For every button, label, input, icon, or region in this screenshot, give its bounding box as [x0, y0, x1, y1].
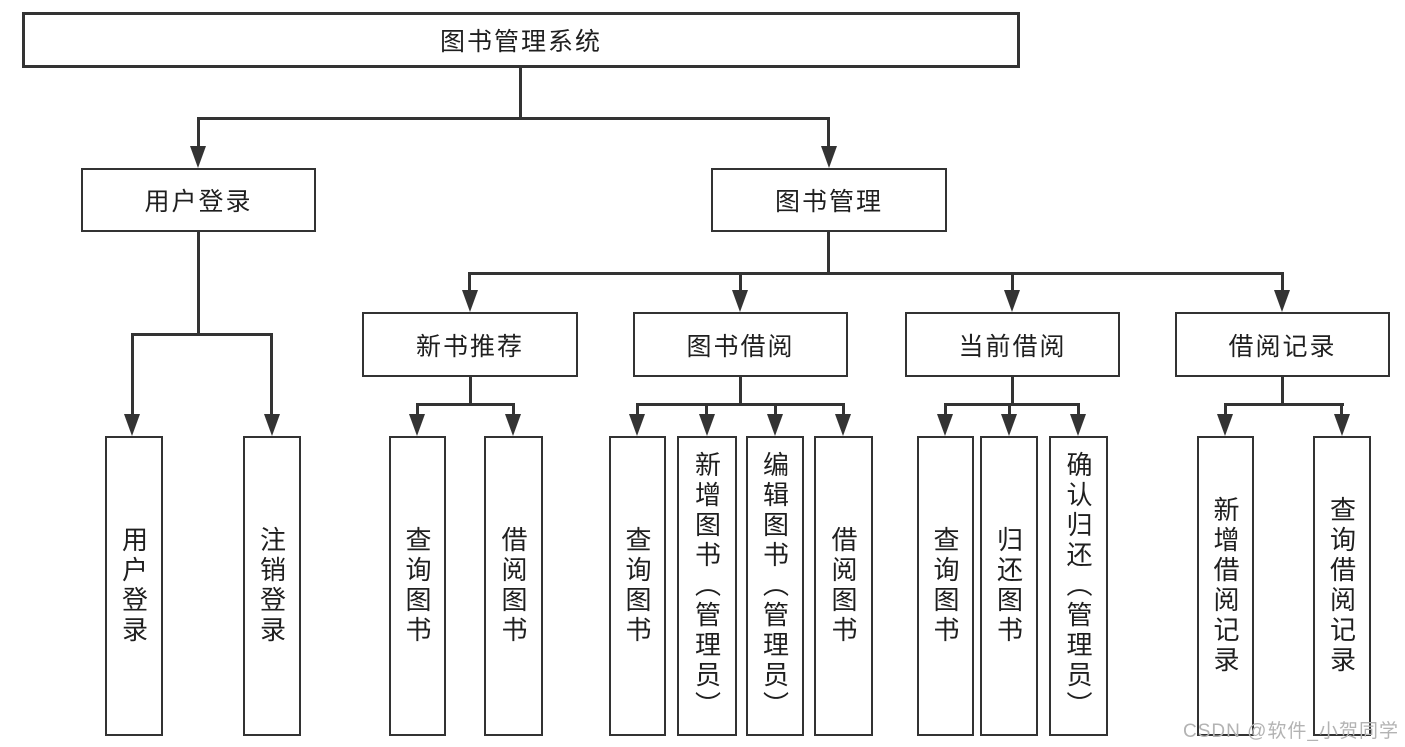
node-label: 查询借阅记录 — [1326, 496, 1357, 676]
connector-line — [827, 117, 830, 149]
connector-line — [131, 333, 273, 336]
connector-line — [1224, 403, 1344, 406]
node-label: 新增借阅记录 — [1210, 496, 1240, 676]
node-label: 归还图书 — [993, 526, 1024, 646]
node-label: 确认归还（管理员） — [1063, 451, 1093, 721]
node-label: 新增图书（管理员） — [691, 451, 722, 721]
node-borrowing-records: 借阅记录 — [1175, 312, 1390, 377]
node-book-management: 图书管理 — [711, 168, 947, 232]
arrow-down-icon — [190, 146, 206, 168]
connector-line — [512, 403, 515, 420]
arrow-down-icon — [699, 414, 715, 436]
connector-line — [827, 232, 830, 275]
node-label: 图书管理 — [774, 188, 883, 216]
connector-line — [1281, 377, 1284, 406]
connector-line — [468, 272, 471, 296]
node-label: 新书推荐 — [415, 332, 524, 361]
connector-line — [1224, 403, 1227, 420]
node-label: 用户登录 — [144, 188, 253, 216]
connector-line — [705, 403, 708, 420]
connector-line — [469, 377, 472, 406]
arrow-down-icon — [409, 414, 425, 436]
connector-line — [416, 403, 419, 420]
connector-line — [270, 333, 273, 417]
arrow-down-icon — [732, 290, 748, 312]
leaf-query-borrow-record: 查询借阅记录 — [1313, 436, 1371, 736]
node-label: 图书管理系统 — [439, 28, 602, 56]
node-label: 编辑图书（管理员） — [759, 451, 790, 721]
leaf-query-book-newbooks: 查询图书 — [389, 436, 446, 736]
connector-line — [739, 272, 742, 296]
node-current-borrowing: 当前借阅 — [905, 312, 1120, 377]
connector-line — [739, 377, 742, 406]
arrow-down-icon — [264, 414, 280, 436]
node-label: 图书借阅 — [686, 332, 795, 361]
node-root: 图书管理系统 — [22, 12, 1020, 68]
node-label: 注销登录 — [256, 526, 287, 646]
leaf-edit-book-admin: 编辑图书（管理员） — [746, 436, 804, 736]
node-book-borrowing: 图书借阅 — [633, 312, 848, 377]
node-label: 当前借阅 — [958, 332, 1067, 361]
node-label: 借阅图书 — [498, 526, 528, 646]
connector-line — [774, 403, 777, 420]
arrow-down-icon — [1274, 290, 1290, 312]
connector-line — [1340, 403, 1343, 420]
leaf-query-book-current: 查询图书 — [917, 436, 974, 736]
arrow-down-icon — [462, 290, 478, 312]
node-label: 借阅记录 — [1228, 332, 1337, 361]
connector-line — [1011, 272, 1014, 296]
leaf-logout-login: 注销登录 — [243, 436, 301, 736]
connector-line — [636, 403, 639, 420]
arrow-down-icon — [821, 146, 837, 168]
node-label: 查询图书 — [402, 526, 432, 646]
leaf-query-book-borrowing: 查询图书 — [609, 436, 666, 736]
arrow-down-icon — [835, 414, 851, 436]
node-label: 用户登录 — [118, 526, 149, 646]
watermark: CSDN @软件_小贺同学 — [1183, 721, 1399, 742]
arrow-down-icon — [124, 414, 140, 436]
leaf-confirm-return-admin: 确认归还（管理员） — [1049, 436, 1108, 736]
arrow-down-icon — [1004, 290, 1020, 312]
arrow-down-icon — [937, 414, 953, 436]
arrow-down-icon — [1070, 414, 1086, 436]
connector-line — [1008, 403, 1011, 420]
leaf-user-login: 用户登录 — [105, 436, 163, 736]
connector-line — [131, 333, 134, 417]
connector-line — [944, 403, 1080, 406]
connector-line — [197, 117, 830, 120]
leaf-add-borrow-record: 新增借阅记录 — [1197, 436, 1254, 736]
connector-line — [636, 403, 845, 406]
arrow-down-icon — [629, 414, 645, 436]
arrow-down-icon — [1217, 414, 1233, 436]
arrow-down-icon — [767, 414, 783, 436]
connector-line — [468, 272, 1283, 275]
leaf-borrow-book-newbooks: 借阅图书 — [484, 436, 543, 736]
arrow-down-icon — [1001, 414, 1017, 436]
connector-line — [519, 68, 522, 118]
connector-line — [842, 403, 845, 420]
connector-line — [1281, 272, 1284, 296]
connector-line — [944, 403, 947, 420]
arrow-down-icon — [1334, 414, 1350, 436]
leaf-borrow-book-borrowing: 借阅图书 — [814, 436, 873, 736]
node-label: 查询图书 — [622, 526, 652, 646]
connector-line — [416, 403, 515, 406]
node-label: 查询图书 — [930, 526, 960, 646]
node-label: 借阅图书 — [828, 526, 858, 646]
leaf-return-book: 归还图书 — [980, 436, 1038, 736]
connector-line — [1011, 377, 1014, 406]
node-user-login: 用户登录 — [81, 168, 316, 232]
connector-line — [197, 232, 200, 336]
node-new-book-recommend: 新书推荐 — [362, 312, 578, 377]
connector-line — [197, 117, 200, 149]
arrow-down-icon — [505, 414, 521, 436]
connector-line — [1077, 403, 1080, 420]
leaf-add-book-admin: 新增图书（管理员） — [677, 436, 737, 736]
